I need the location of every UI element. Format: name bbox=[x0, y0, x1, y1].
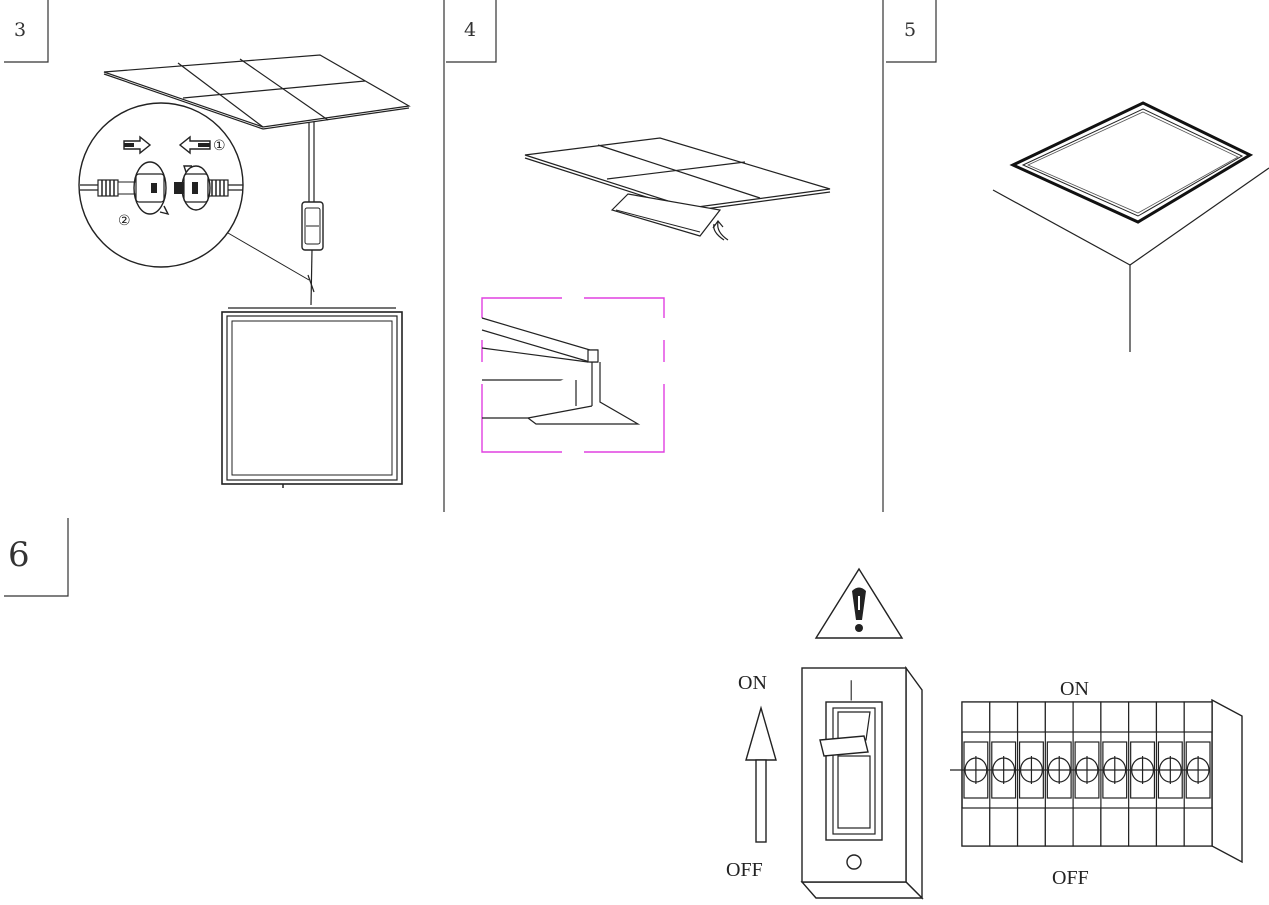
rocker-on-mark: | bbox=[849, 676, 853, 701]
led-panel-lifting bbox=[610, 193, 722, 237]
dip-switch bbox=[1183, 701, 1213, 847]
step-6-number-box: 6 bbox=[4, 518, 69, 597]
dip-switch bbox=[1044, 701, 1074, 847]
panel-dividers bbox=[443, 0, 884, 512]
female-connector bbox=[174, 173, 229, 203]
male-connector bbox=[97, 173, 165, 203]
driver-cable bbox=[307, 122, 315, 306]
ceiling-tiles-step4 bbox=[524, 137, 831, 212]
dip-switch bbox=[1072, 701, 1102, 847]
detail-frame bbox=[481, 297, 665, 453]
toggle-on-label: ON bbox=[738, 672, 767, 694]
rocker-switch: | bbox=[800, 665, 924, 900]
step-3-number-box: 3 bbox=[4, 0, 49, 63]
inset-leader-line bbox=[227, 232, 310, 281]
ceiling-tiles bbox=[103, 54, 411, 130]
dip-switch bbox=[1128, 701, 1158, 847]
step-4-panel: 4 bbox=[446, 0, 831, 453]
installed-led-panel bbox=[1009, 101, 1254, 224]
connector-wires bbox=[80, 184, 243, 191]
step-5-panel: 5 bbox=[886, 0, 1269, 352]
step-4-number-box: 4 bbox=[446, 0, 497, 63]
step-5-number: 5 bbox=[904, 19, 916, 41]
step-3-number: 3 bbox=[14, 19, 26, 41]
ceiling-corner bbox=[992, 167, 1269, 352]
dip-on-label: ON bbox=[1060, 678, 1089, 700]
warning-triangle-icon bbox=[814, 567, 904, 639]
step-marker-2: ② bbox=[118, 213, 131, 229]
push-arrow-right-icon bbox=[123, 135, 152, 155]
on-off-direction-arrow: ON OFF bbox=[726, 672, 777, 881]
twist-arrow-icon bbox=[133, 161, 211, 216]
dip-off-label: OFF bbox=[1052, 867, 1089, 889]
led-driver bbox=[301, 201, 324, 251]
dip-switch bbox=[1100, 701, 1130, 847]
step-3-panel: 3 bbox=[4, 0, 411, 488]
t-bar-profile bbox=[481, 317, 641, 425]
connector-detail-inset: ① bbox=[78, 102, 244, 268]
dip-switch bbox=[961, 701, 991, 847]
dip-switch-bank: ON OFF bbox=[950, 678, 1243, 889]
step-6-number: 6 bbox=[8, 535, 30, 575]
step-4-number: 4 bbox=[464, 19, 476, 41]
dip-switch bbox=[989, 701, 1019, 847]
arrow-up-icon bbox=[745, 705, 777, 761]
led-panel-front bbox=[221, 307, 403, 488]
step-marker-1: ① bbox=[213, 138, 226, 154]
t-bar-detail bbox=[481, 297, 665, 453]
dip-switch bbox=[1016, 701, 1046, 847]
step-5-number-box: 5 bbox=[886, 0, 937, 63]
step-6-panel: 6 ON OFF | bbox=[4, 518, 1243, 900]
push-arrow-left-icon bbox=[178, 135, 211, 155]
lift-arrow-icon bbox=[712, 220, 729, 241]
toggle-off-label: OFF bbox=[726, 859, 763, 881]
dip-switch bbox=[1155, 701, 1185, 847]
